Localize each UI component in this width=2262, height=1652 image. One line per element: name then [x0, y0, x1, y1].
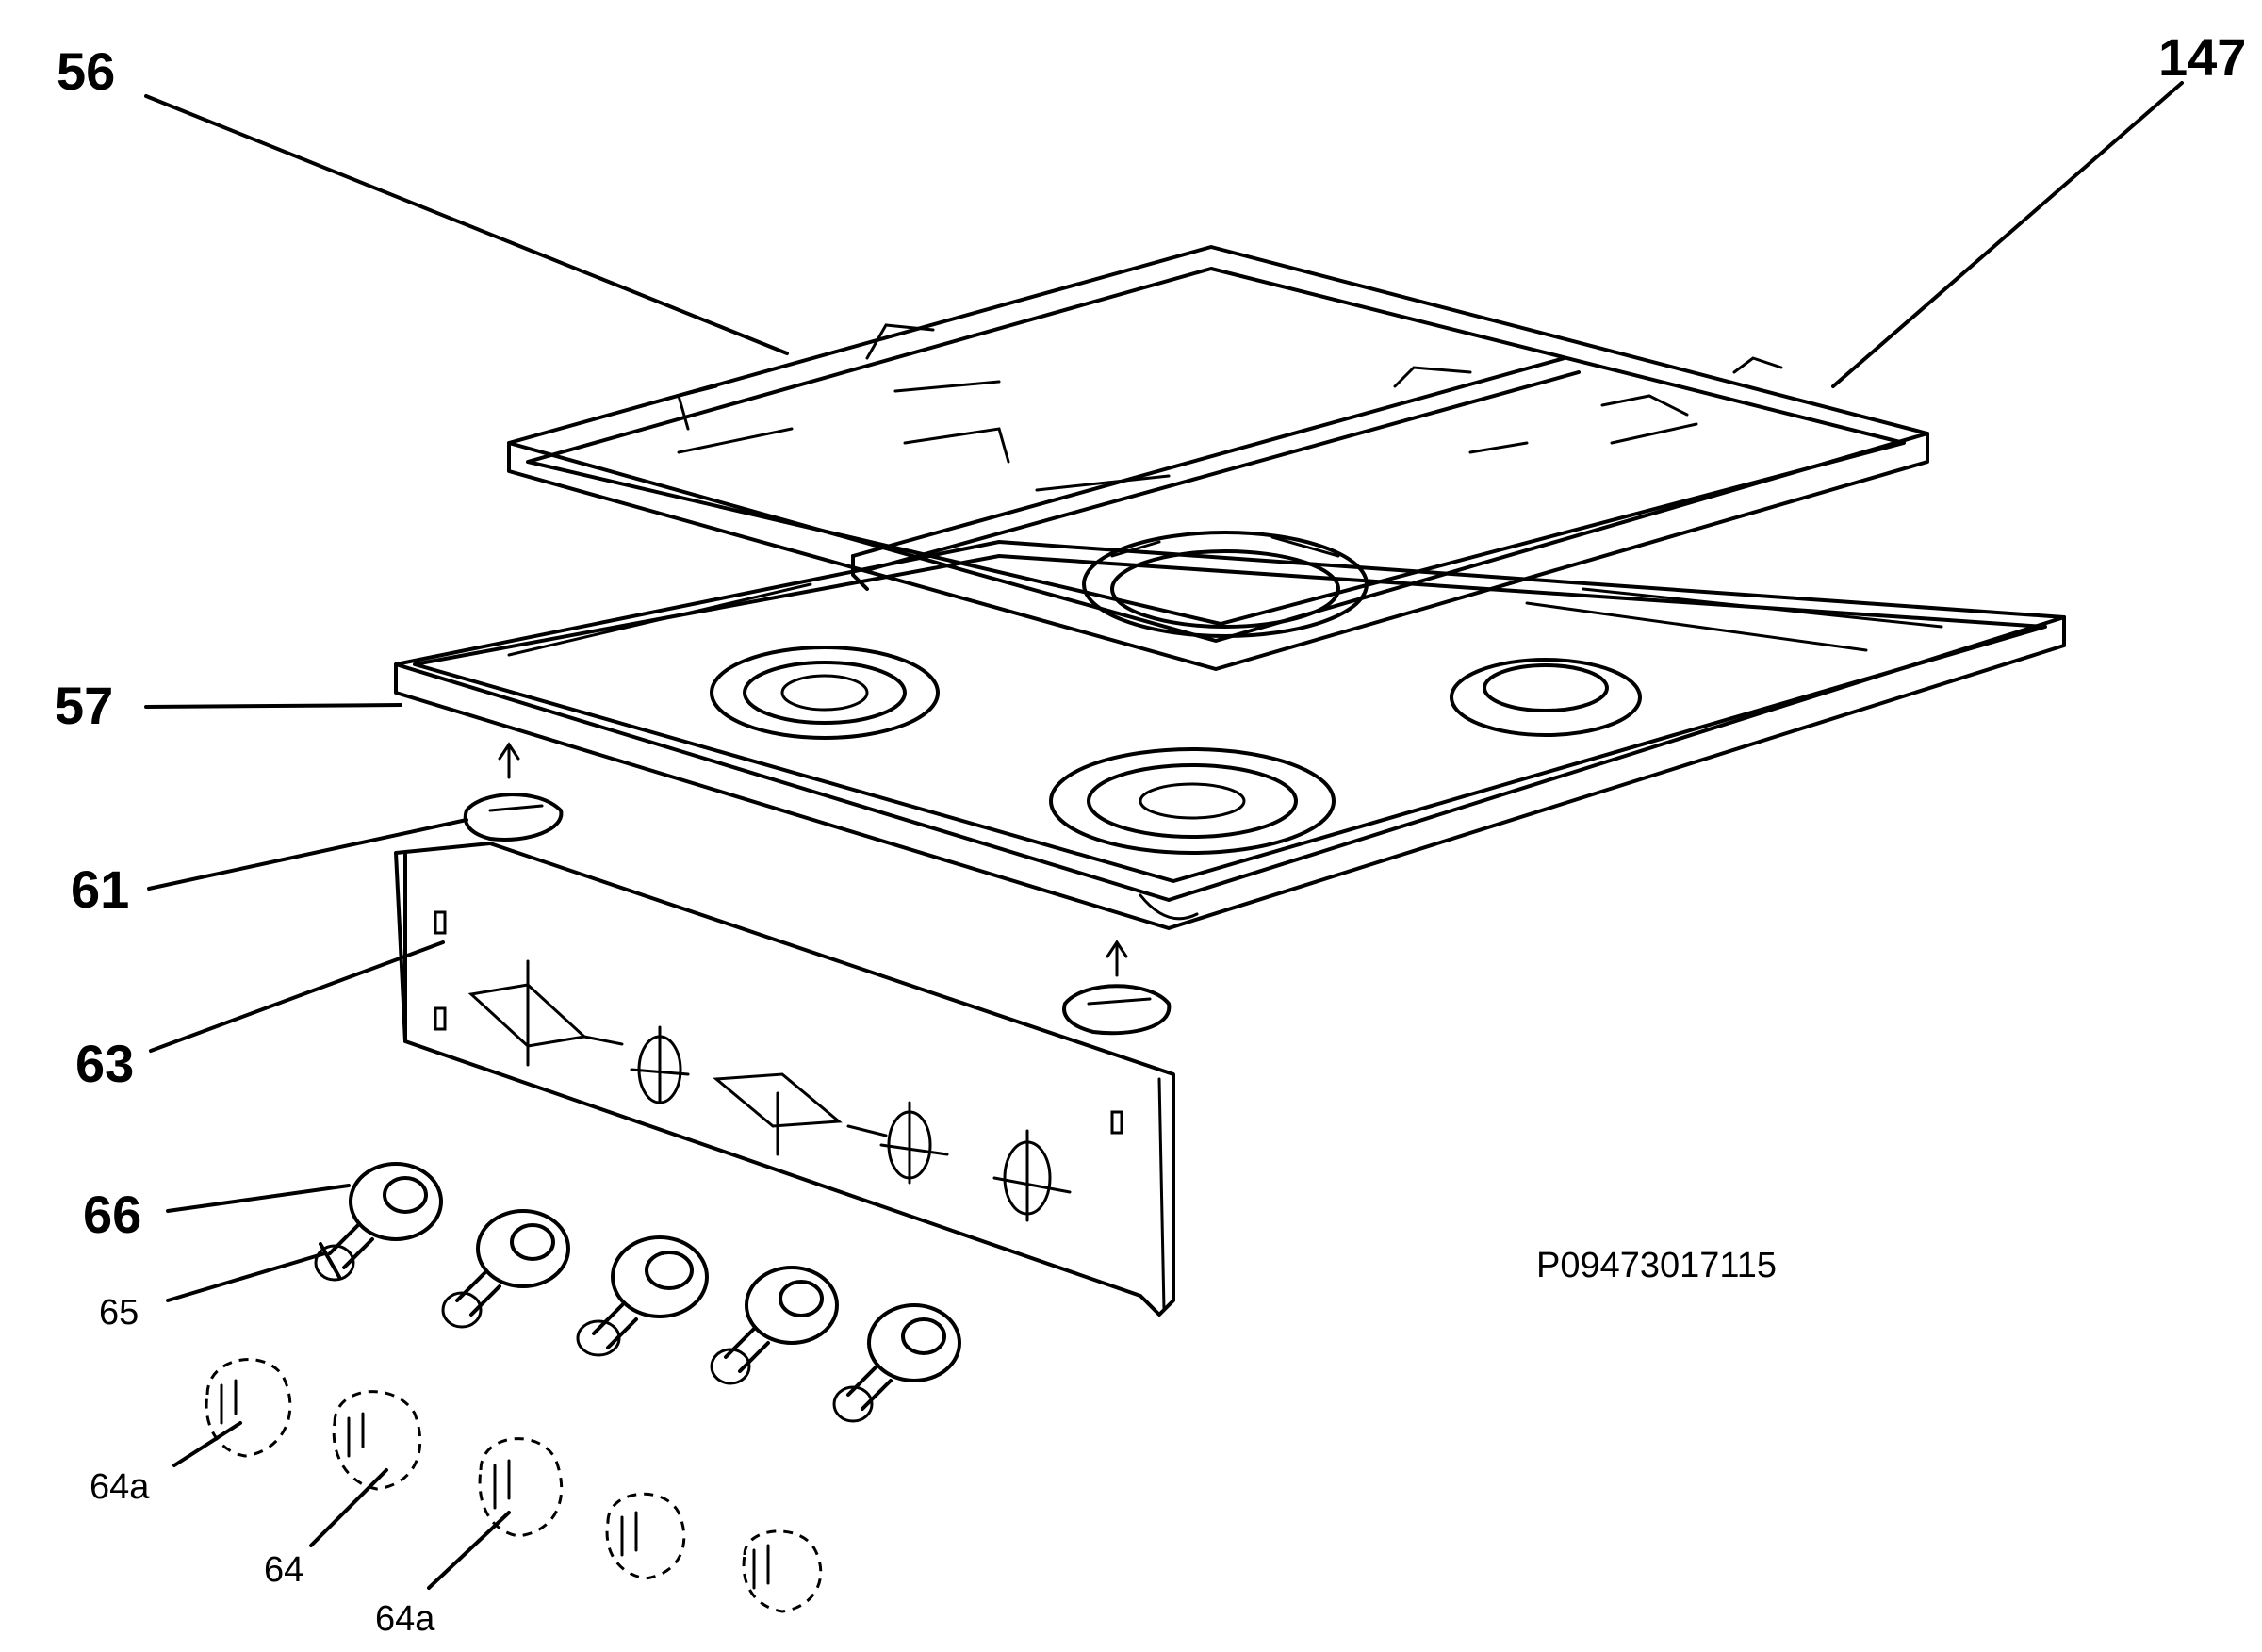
leader-66 [166, 1184, 351, 1213]
leader-lines [144, 81, 2184, 1590]
callout-57: 57 [55, 676, 113, 735]
leader-64 [309, 1468, 388, 1547]
callout-61: 61 [71, 859, 129, 919]
knob-1 [205, 1358, 292, 1458]
leader-147 [1831, 81, 2184, 388]
spindle-1 [314, 1162, 443, 1282]
callout-64a-2: 64a [375, 1599, 435, 1639]
callout-65: 65 [99, 1293, 139, 1333]
callout-63: 63 [75, 1034, 134, 1093]
callout-147: 147 [2158, 27, 2246, 87]
control-panel [394, 842, 1175, 1317]
leader-61 [147, 818, 468, 891]
leader-63 [149, 940, 445, 1053]
hob-top-plate [394, 540, 2066, 930]
callout-64a-1: 64a [90, 1467, 150, 1507]
reference-code: P09473017115 [1536, 1246, 1777, 1285]
knob-2 [332, 1390, 422, 1491]
callout-66: 66 [83, 1185, 141, 1244]
fixing-clip-left [463, 742, 564, 842]
leader-64a-2 [427, 1511, 511, 1590]
knob-3 [478, 1437, 564, 1538]
spindle-3 [576, 1235, 709, 1357]
fixing-clip-right [1062, 940, 1172, 1036]
leader-64a-1 [172, 1421, 242, 1467]
spindle-5 [832, 1303, 961, 1423]
pan-support-grid [507, 245, 1929, 671]
leader-65 [166, 1251, 327, 1302]
spindle-4 [710, 1266, 839, 1385]
leader-56 [144, 94, 789, 355]
knob-5 [742, 1529, 823, 1613]
callout-64: 64 [264, 1550, 303, 1590]
spindle-2 [441, 1209, 570, 1329]
knob-4 [605, 1492, 686, 1580]
leader-57 [144, 703, 402, 709]
callout-56: 56 [57, 41, 115, 101]
knob-spindles [314, 1162, 961, 1423]
